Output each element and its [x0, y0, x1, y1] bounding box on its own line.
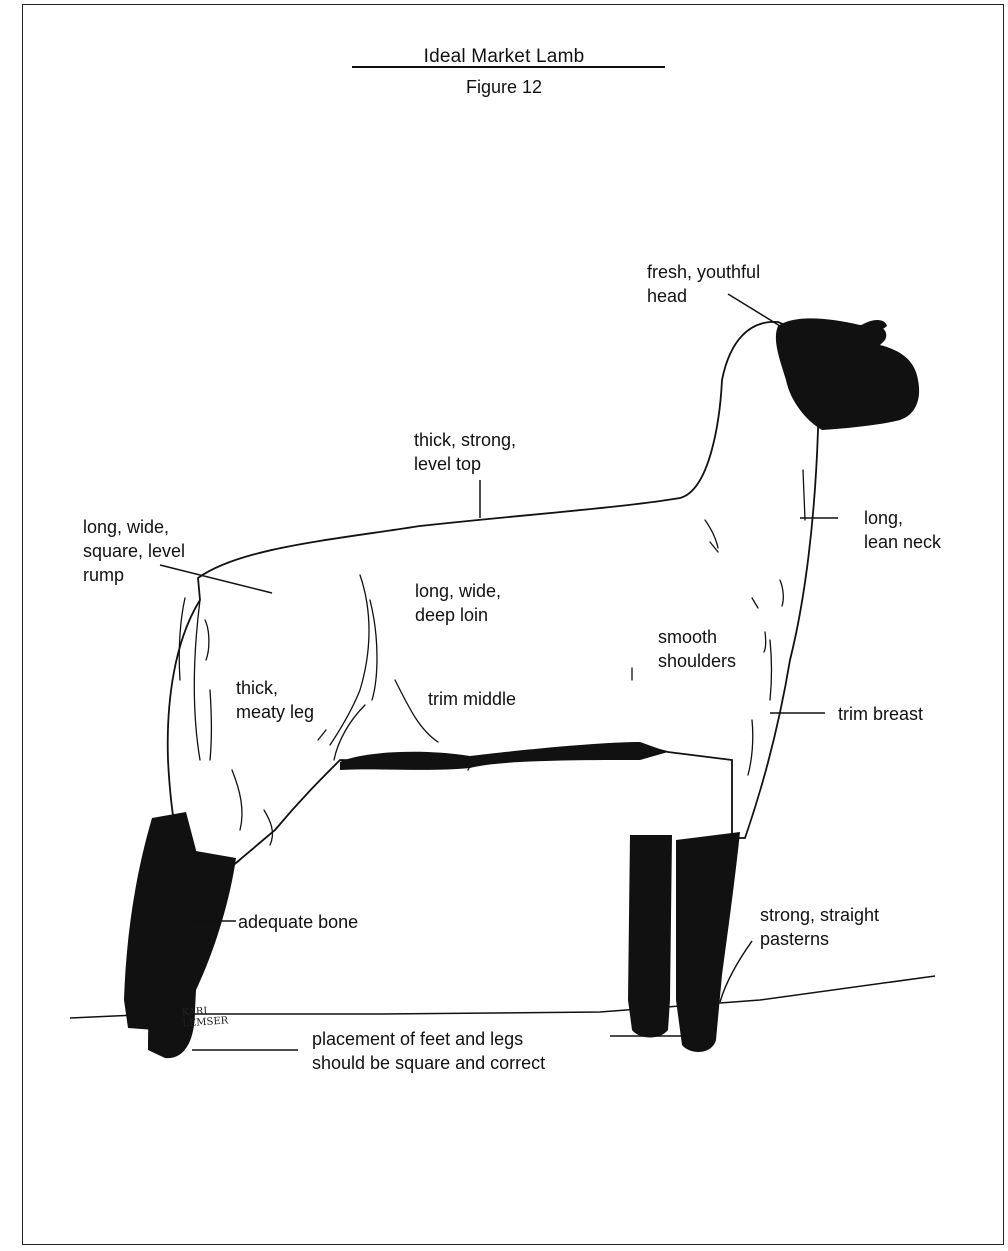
label-head-line2: head	[647, 284, 760, 308]
label-leg-line2: meaty leg	[236, 700, 314, 724]
label-neck: long, lean neck	[864, 506, 941, 554]
label-shoulders: smooth shoulders	[658, 625, 736, 673]
label-shoulders-line1: smooth	[658, 625, 736, 649]
label-pasterns-line1: strong, straight	[760, 903, 879, 927]
label-loin-line2: deep loin	[415, 603, 501, 627]
label-neck-line1: long,	[864, 506, 941, 530]
label-loin: long, wide, deep loin	[415, 579, 501, 627]
label-feet-line2: should be square and correct	[312, 1051, 545, 1075]
label-neck-line2: lean neck	[864, 530, 941, 554]
label-pasterns-line2: pasterns	[760, 927, 879, 951]
label-head-line1: fresh, youthful	[647, 260, 760, 284]
front-leg-far	[628, 835, 672, 1038]
label-pasterns: strong, straight pasterns	[760, 903, 879, 951]
label-rump-line2: square, level	[83, 539, 185, 563]
label-breast-line1: trim breast	[838, 702, 923, 726]
label-top-line2: level top	[414, 452, 516, 476]
label-rump: long, wide, square, level rump	[83, 515, 185, 587]
label-rump-line1: long, wide,	[83, 515, 185, 539]
label-top: thick, strong, level top	[414, 428, 516, 476]
label-bone: adequate bone	[238, 910, 358, 934]
label-loin-line1: long, wide,	[415, 579, 501, 603]
label-middle-line1: trim middle	[428, 687, 516, 711]
front-leg-near	[676, 832, 740, 1052]
label-head: fresh, youthful head	[647, 260, 760, 308]
label-feet-line1: placement of feet and legs	[312, 1027, 545, 1051]
label-breast: trim breast	[838, 702, 923, 726]
label-shoulders-line2: shoulders	[658, 649, 736, 673]
label-feet: placement of feet and legs should be squ…	[312, 1027, 545, 1075]
artist-signature: KARI LEMSER	[181, 1004, 228, 1029]
label-top-line1: thick, strong,	[414, 428, 516, 452]
label-leg-line1: thick,	[236, 676, 314, 700]
label-rump-line3: rump	[83, 563, 185, 587]
label-bone-line1: adequate bone	[238, 910, 358, 934]
label-middle: trim middle	[428, 687, 516, 711]
label-leg: thick, meaty leg	[236, 676, 314, 724]
